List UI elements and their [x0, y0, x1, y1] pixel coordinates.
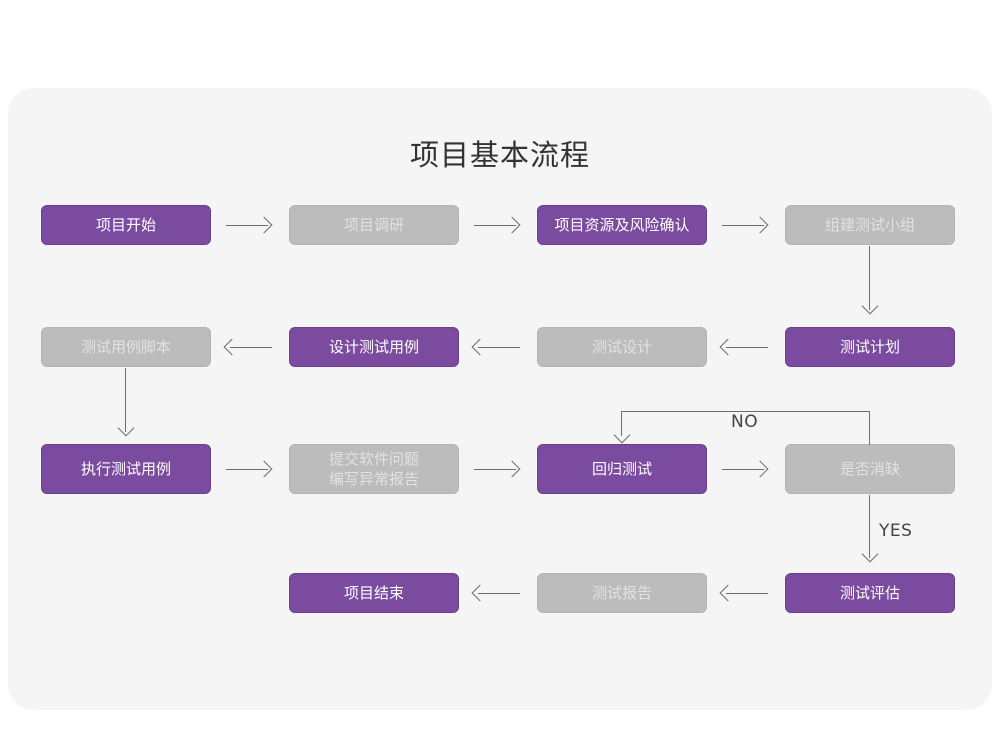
node-test-evaluation[interactable]: 测试评估 [785, 573, 955, 613]
edge-line-n6-n5 [230, 347, 272, 349]
edge-line-n15-n14 [726, 593, 768, 595]
node-regression-test[interactable]: 回归测试 [537, 444, 707, 494]
edge-line-n9-n10 [226, 469, 268, 471]
node-test-design[interactable]: 测试设计 [537, 327, 707, 367]
edge-label-no: NO [731, 412, 759, 432]
node-test-report[interactable]: 测试报告 [537, 573, 707, 613]
node-defect-cleared[interactable]: 是否消缺 [785, 444, 955, 494]
flowchart-card [8, 88, 992, 710]
edge-line-no-up [869, 411, 871, 445]
edge-line-no-down [621, 411, 623, 436]
edge-line-n8-n7 [726, 347, 768, 349]
edge-line-n2-n3 [474, 225, 516, 227]
node-test-plan[interactable]: 测试计划 [785, 327, 955, 367]
node-form-test-team[interactable]: 组建测试小组 [785, 205, 955, 245]
page-title: 项目基本流程 [409, 138, 590, 172]
edge-line-n7-n6 [478, 347, 520, 349]
edge-line-n1-n2 [226, 225, 268, 227]
edge-line-yes [869, 495, 871, 558]
edge-line-n14-n13 [478, 593, 520, 595]
node-project-start[interactable]: 项目开始 [41, 205, 211, 245]
node-test-case-script[interactable]: 测试用例脚本 [41, 327, 211, 367]
node-execute-test-case[interactable]: 执行测试用例 [41, 444, 211, 494]
edge-line-n3-n4 [722, 225, 764, 227]
edge-line-n11-n12 [722, 469, 764, 471]
edge-line-no-across [621, 411, 870, 413]
node-project-research[interactable]: 项目调研 [289, 205, 459, 245]
edge-line-n4-n8 [869, 246, 871, 310]
edge-line-n5-n9 [125, 368, 127, 432]
edge-label-yes: YES [879, 521, 913, 541]
node-submit-issue-report[interactable]: 提交软件问题 编写异常报告 [289, 444, 459, 494]
node-design-test-case[interactable]: 设计测试用例 [289, 327, 459, 367]
node-resource-risk-confirm[interactable]: 项目资源及风险确认 [537, 205, 707, 245]
edge-line-n10-n11 [474, 469, 516, 471]
node-project-end[interactable]: 项目结束 [289, 573, 459, 613]
